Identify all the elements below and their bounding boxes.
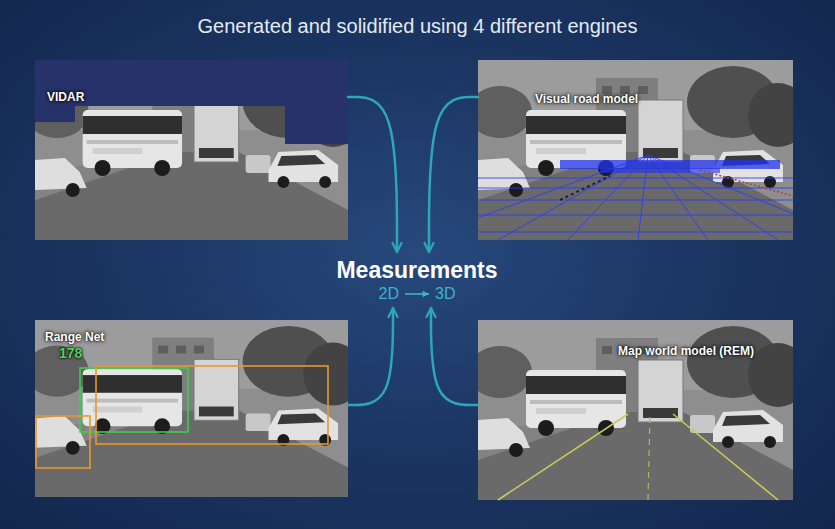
hub-subtitle: 2D [379,284,399,304]
vidar-image-part [35,60,348,106]
hub-node: Measurements2D 3D [328,252,505,308]
road-model-image-part [478,155,793,240]
range-net-image-part [96,366,328,444]
callout-number: 178 [59,345,82,362]
rem-image-part [468,320,808,500]
road-model-image-part-part [478,178,793,179]
vidar-image-part [285,106,348,144]
text-row: Measurements [336,256,497,284]
panel-label: Visual road model [535,92,638,107]
rem-image-part [673,414,778,500]
range-net-image-part [36,416,90,468]
image-panel: Map world model (REM) [478,320,793,500]
road-model-image-part [700,170,793,196]
panel-label: Range Net [45,330,104,345]
page-title: Generated and solidified using 4 differe… [0,14,835,38]
image-panel: VIDAR [35,60,348,240]
road-model-image-part [600,168,720,173]
road-model-image-part [560,160,780,169]
hub-title: Measurements [336,256,497,284]
road-model-image-part-part [478,215,793,216]
text-row: VIDAR [47,90,336,105]
image-panel: Range Net178 [35,320,348,497]
curved-arrow [429,97,478,252]
rem-image-part [648,414,650,500]
curved-arrow [348,308,393,405]
curved-arrow [348,97,397,252]
rem-image-part [498,414,628,500]
vidar-image-part [25,60,363,240]
text-row: 2D 3D [379,284,456,304]
road-model-image-part [468,60,808,240]
road-model-image-part-part [478,188,793,189]
connector-group [348,97,478,405]
panel-label: VIDAR [47,90,84,105]
text-row: 178 [59,345,338,362]
road-model-image [418,60,835,240]
panel-label: Map world model (REM) [618,344,754,359]
image-panel: Visual road model [478,60,793,240]
conversion-arrow [405,293,429,295]
road-model-image-part [560,176,610,200]
text-row: Map world model (REM) [618,344,653,359]
hub-subtitle: 3D [435,284,455,304]
text-row: Visual road model [535,92,736,107]
range-net-image [25,320,363,497]
vidar-image [25,60,363,240]
rem-image [468,320,808,500]
text-row: Range Net [45,330,338,345]
range-net-image-part [25,320,363,497]
curved-arrow [431,308,478,405]
road-model-image-part-part [478,232,793,233]
vidar-image-part [35,106,75,122]
